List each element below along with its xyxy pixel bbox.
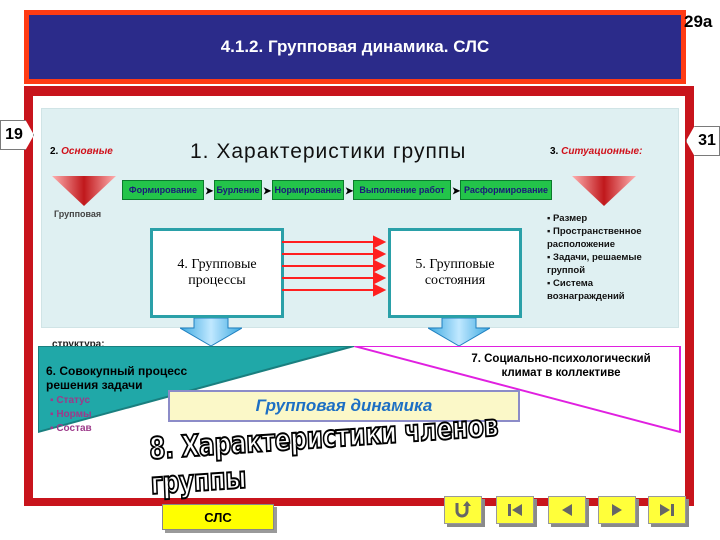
stage-arrow-icon: ➤	[263, 186, 272, 197]
label-line: 6. Совокупный процесс	[46, 364, 188, 378]
problem-solving-label: 6. Совокупный процесс решения задачи	[46, 364, 187, 392]
list-item: ▪ Статус	[50, 395, 91, 406]
stage-storming: Бурление	[214, 180, 262, 200]
skip-forward-icon	[660, 504, 674, 516]
box-line: 4. Групповые	[177, 257, 257, 272]
last-slide-button[interactable]	[648, 496, 686, 524]
list-item: ▪ Размер	[547, 213, 588, 224]
label-line: климат в коллективе	[501, 367, 621, 379]
prev-icon	[562, 504, 572, 516]
return-button[interactable]	[444, 496, 482, 524]
first-slide-button[interactable]	[496, 496, 534, 524]
list-item: ▪ Состав	[50, 423, 92, 434]
funnel-right-icon	[572, 176, 636, 206]
problem-solving-triangle	[38, 346, 355, 434]
list-item: ▪ Задачи, решаемые	[547, 252, 642, 263]
stage-arrow-icon: ➤	[452, 186, 461, 197]
skip-back-icon	[508, 504, 522, 516]
group-label: Групповая	[54, 209, 102, 219]
characteristics-panel	[41, 108, 679, 328]
next-button[interactable]	[598, 496, 636, 524]
process-to-state-arrows-icon	[282, 235, 387, 297]
climate-triangle	[354, 346, 681, 434]
down-arrow-icon	[428, 318, 490, 346]
situational-label-number: 3.	[550, 146, 562, 157]
slide-title: 4.1.2. Групповая динамика. СЛС	[220, 37, 490, 56]
group-characteristics-heading: 1. Характеристики группы	[190, 140, 467, 163]
stage-arrow-icon: ➤	[345, 186, 354, 197]
down-arrow-icon	[180, 318, 242, 346]
structure-list: ▪ Статус ▪ Нормы ▪ Состав	[50, 394, 92, 436]
stage-performing: Выполнение работ	[353, 180, 451, 200]
slide-number: 29а	[684, 12, 713, 31]
prev-button[interactable]	[548, 496, 586, 524]
sls-button[interactable]: СЛС	[162, 504, 274, 530]
stage-adjourning: Расформирование	[460, 180, 552, 200]
group-dynamics-box: Групповая динамика	[168, 390, 520, 422]
list-item: расположение	[547, 239, 616, 250]
situational-label-text: Ситуационные:	[561, 146, 643, 157]
list-item: группой	[547, 265, 586, 276]
list-item: ▪ Нормы	[50, 409, 92, 420]
basic-label-text: Основные	[61, 146, 113, 157]
structure-label: структура:	[52, 339, 105, 350]
box-line: состояния	[424, 273, 486, 288]
list-item: вознаграждений	[547, 291, 625, 302]
next-slide-link[interactable]: 31	[686, 126, 720, 156]
funnel-left-icon	[52, 176, 116, 206]
group-states-box: 5. Групповые состояния	[388, 228, 522, 318]
stage-norming: Нормирование	[272, 180, 344, 200]
group-processes-box: 4. Групповые процессы	[150, 228, 284, 318]
label-line: 7. Социально-психологический	[471, 353, 651, 365]
next-icon	[612, 504, 622, 516]
basic-label: 2. Основные	[50, 146, 113, 157]
list-item: ▪ Система	[547, 278, 593, 289]
situational-label: 3. Ситуационные:	[550, 146, 642, 157]
stage-forming: Формирование	[122, 180, 204, 200]
list-item: ▪ Пространственное	[547, 226, 642, 237]
basic-label-number: 2.	[50, 146, 62, 157]
box-line: процессы	[188, 273, 246, 288]
return-icon	[455, 501, 471, 518]
climate-label: 7. Социально-психологический климат в ко…	[456, 352, 666, 380]
box-line: 5. Групповые	[415, 257, 495, 272]
situational-list: ▪ Размер ▪ Пространственное расположение…	[547, 212, 642, 303]
title-bar: 4.1.2. Групповая динамика. СЛС	[24, 10, 686, 84]
stage-arrow-icon: ➤	[205, 186, 214, 197]
label-line: решения задачи	[46, 378, 143, 392]
